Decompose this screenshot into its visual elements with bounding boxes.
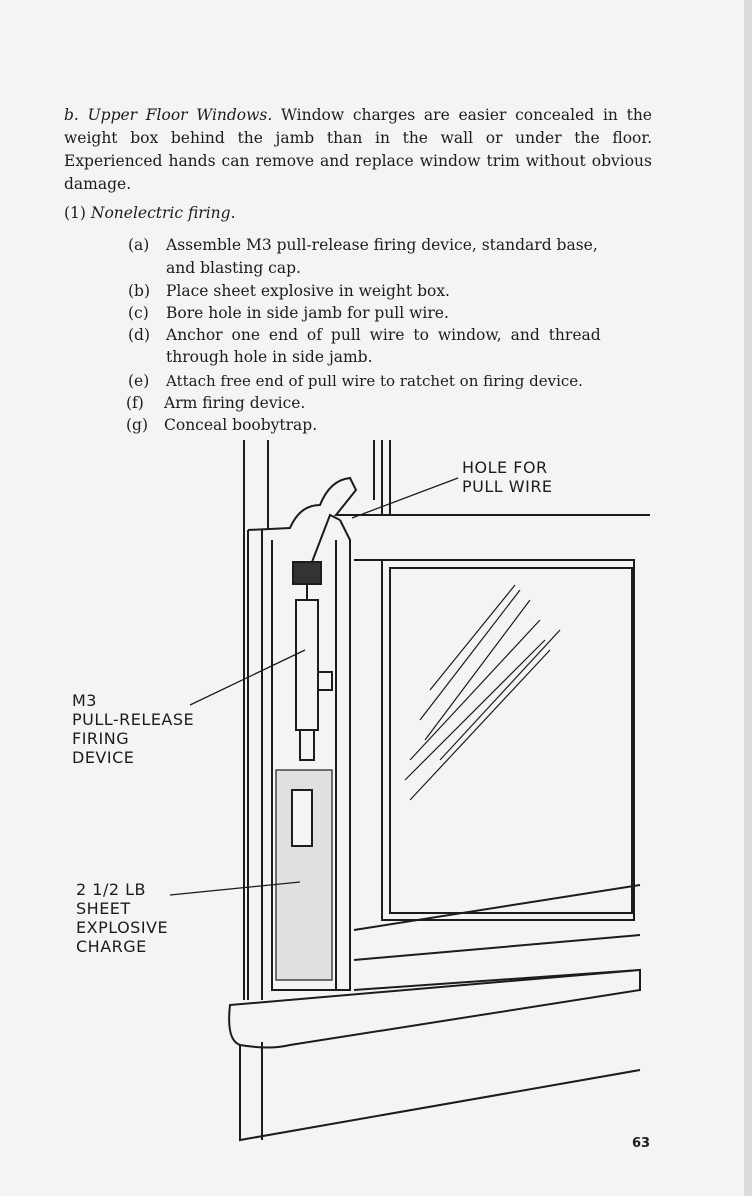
step-label: (f) (126, 394, 144, 412)
window-frame (381, 559, 635, 921)
subsection-title: Nonelectric firing. (90, 204, 236, 222)
subsection-heading: (1) Nonelectric firing. (64, 204, 236, 222)
step-text-cont: through hole in side jamb. (166, 348, 373, 366)
step-text: Attach free end of pull wire to ratchet … (166, 372, 583, 390)
section-marker: b. (64, 106, 79, 124)
firing-device-top (292, 561, 322, 585)
section-title: Upper Floor Windows. (87, 106, 273, 124)
firing-device-body (295, 599, 319, 731)
glass-reflection (404, 584, 561, 801)
step-label: (a) (128, 236, 150, 254)
step-text: Bore hole in side jamb for pull wire. (166, 304, 449, 322)
step-text: Assemble M3 pull-release firing device, … (166, 236, 598, 254)
section-body: Window charges are easier concealed in t… (64, 106, 652, 193)
trim-profile (247, 476, 650, 531)
subsection-number: (1) (64, 204, 86, 222)
page-number: 63 (632, 1136, 651, 1151)
step-text-cont: and blasting cap. (166, 259, 301, 277)
step-label: (c) (128, 304, 149, 322)
pull-wire (306, 513, 341, 600)
step-text: Conceal boobytrap. (164, 416, 318, 434)
section-paragraph: b. Upper Floor Windows. Window charges a… (64, 104, 652, 196)
step-label: (e) (128, 372, 150, 390)
page-edge (744, 0, 752, 1196)
step-text: Place sheet explosive in weight box. (166, 282, 450, 300)
step-label: (g) (126, 416, 149, 434)
step-text: Anchor one end of pull wire to window, a… (166, 326, 601, 344)
step-label: (d) (128, 326, 151, 344)
step-text: Arm firing device. (164, 394, 306, 412)
step-label: (b) (128, 282, 151, 300)
window-sill (228, 968, 641, 1049)
